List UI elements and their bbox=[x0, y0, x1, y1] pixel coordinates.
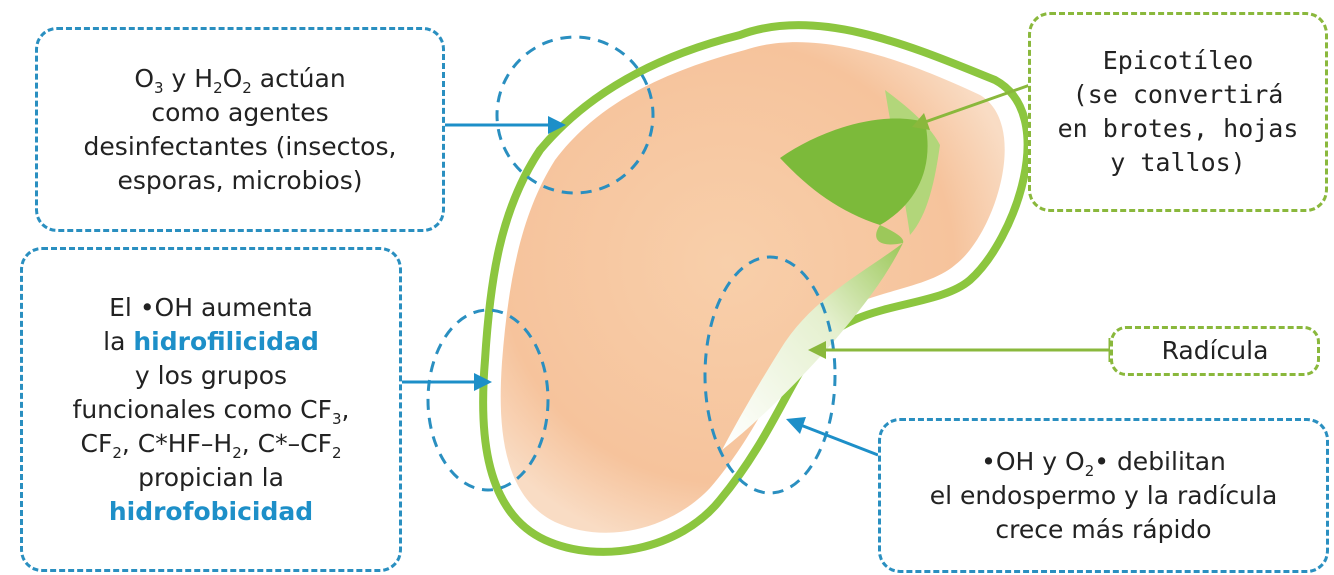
hydroxyl-line-4: funcionales como CF3, bbox=[73, 393, 350, 427]
epicotyl-line-2: (se convertirá bbox=[1073, 78, 1284, 112]
hydroxyl-line-3: y los grupos bbox=[135, 359, 287, 393]
hydroxyl-line-5: CF2, C*HF–H2, C*–CF2 bbox=[81, 427, 342, 461]
arrow-radicle bbox=[808, 338, 1110, 362]
ozone-line-3: desinfectantes (insectos, bbox=[84, 130, 397, 164]
hydrophobicity-term: hidrofobicidad bbox=[109, 495, 313, 529]
epicotyl-line-4: y tallos) bbox=[1110, 146, 1245, 180]
hydroxyl-line-2: la hidrofilicidad bbox=[103, 325, 319, 359]
ozone-peroxide-box: O3 y H2O2 actúan como agentes desinfecta… bbox=[35, 27, 445, 232]
arrow-ozone bbox=[445, 116, 566, 134]
arrow-radicals bbox=[786, 417, 878, 455]
ozone-line-1: O3 y H2O2 actúan bbox=[134, 62, 345, 96]
epicotyl-box: Epicotíleo (se convertirá en brotes, hoj… bbox=[1028, 12, 1328, 212]
arrow-hydroxyl bbox=[398, 373, 492, 391]
ozone-line-2: como agentes bbox=[151, 96, 328, 130]
hydroxyl-line-1: El •OH aumenta bbox=[109, 291, 313, 325]
radicals-line-3: crece más rápido bbox=[995, 513, 1211, 547]
radicle-label: Radícula bbox=[1162, 334, 1269, 368]
hydroxyl-box: El •OH aumenta la hidrofilicidad y los g… bbox=[20, 247, 402, 572]
radicals-box: •OH y O2• debilitan el endospermo y la r… bbox=[878, 418, 1329, 573]
ozone-line-4: esporas, microbios) bbox=[117, 164, 362, 198]
hydrophilicity-term: hidrofilicidad bbox=[133, 327, 319, 356]
radicals-line-1: •OH y O2• debilitan bbox=[981, 445, 1226, 479]
epicotyl-line-1: Epicotíleo bbox=[1103, 44, 1254, 78]
epicotyl-line-3: en brotes, hojas bbox=[1058, 112, 1299, 146]
hydroxyl-line-6: propician la bbox=[138, 461, 284, 495]
radicle-box: Radícula bbox=[1110, 326, 1320, 376]
radicals-line-2: el endospermo y la radícula bbox=[930, 479, 1278, 513]
